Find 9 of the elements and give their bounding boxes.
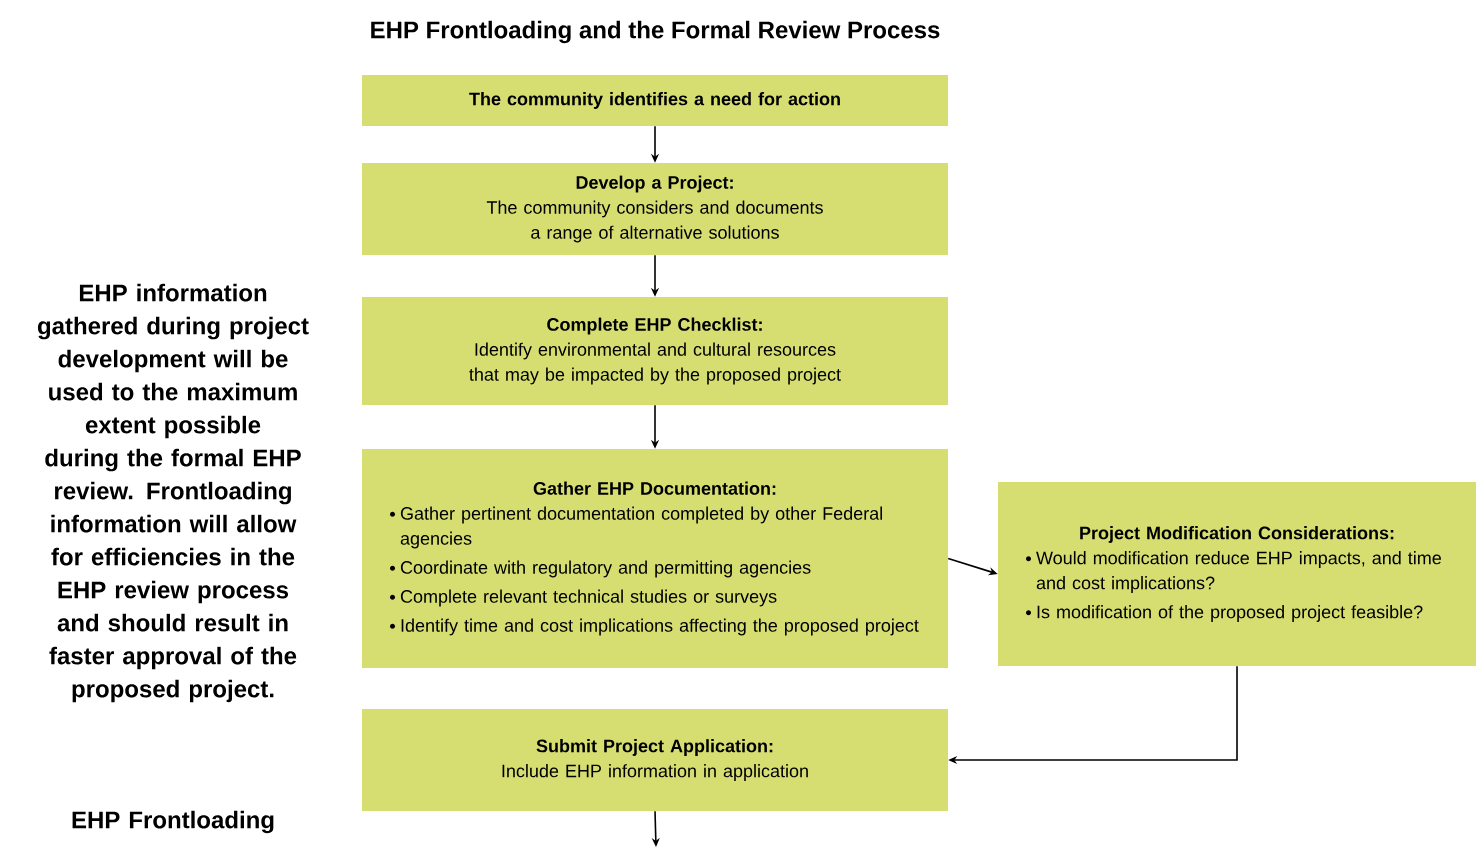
note-text: EHP information gathered during project development will be used to the maximum extent possible during the formal EHP review. Frontloading information will allow for efficiencies in the EHP review process and should result in faster approval of the proposed project.	[38, 283, 309, 703]
process-box: Submit Project Application: Include EHP information in application	[362, 709, 948, 811]
note-text: EHP Frontloading	[72, 810, 274, 834]
process-box: The community identifies a need for action	[362, 75, 948, 126]
process-box: Gather EHP Documentation: Gather pertinent documentation completed by other Federal agencies Coordinate with regulatory and permitting agencies Complete relevant technical studies or surveys Identify time and cost implications affecting the proposed project	[362, 449, 948, 668]
process-box: Project Modification Considerations: Would modification reduce EHP impacts, and time and cost implications? Is modification of the proposed project feasible?	[998, 482, 1476, 666]
title: EHP Frontloading and the Formal Review Process	[371, 20, 940, 44]
process-box: Complete EHP Checklist: Identify environmental and cultural resources that may be impacted by the proposed project	[362, 297, 948, 405]
process-box: Develop a Project: The community considers and documents a range of alternative solutions	[362, 163, 948, 255]
